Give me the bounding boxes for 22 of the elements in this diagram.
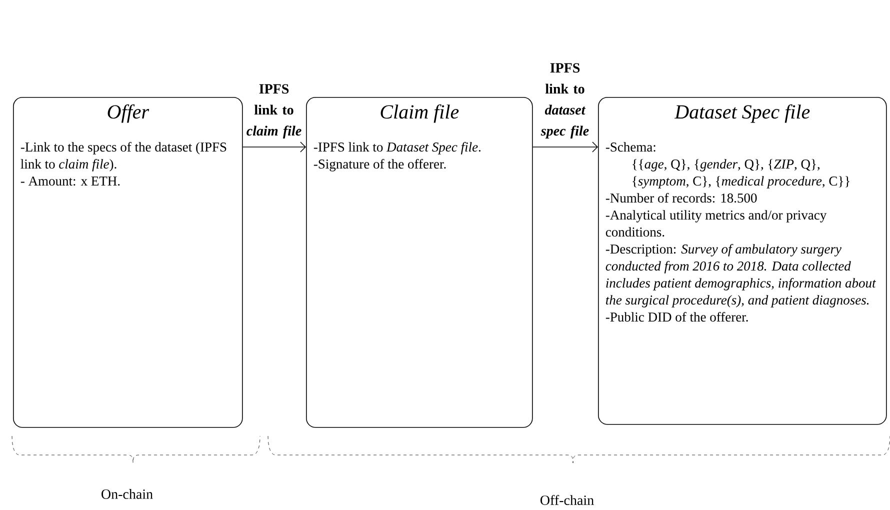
edge-label: IPFS link to dataset spec file: [540, 63, 589, 138]
file-box: [306, 97, 533, 428]
item-text: -Analytical utility metrics and/or privacy conditions.: [606, 210, 827, 237]
schema-text: {{age, Q}, {gender, Q}, {ZIP, Q}, {symptom, C}, {medical procedure, C}}: [632, 159, 850, 188]
item-text: -Number of records: 18.500: [606, 192, 757, 203]
item-text: -IPFS link to Dataset Spec file.: [314, 142, 480, 154]
item-text: -Link to the specs of the dataset (IPFS link to claim file).: [20, 142, 226, 172]
brace-label: On-chain: [102, 489, 153, 499]
item-text: - Amount: x ETH.: [20, 176, 120, 186]
item-text: -Description: Survey of ambulatory surgery conducted from 2016 to 2018. Data collected includes patient demographics, information about the surgical procedure(s), and patient diagnoses.: [606, 244, 876, 308]
box-heading: Claim file: [380, 104, 459, 123]
item-text: -Signature of the offerer.: [314, 158, 446, 172]
edge-label: IPFS link to claim file: [246, 84, 302, 138]
box-heading: Dataset Spec file: [674, 104, 810, 123]
item-text: -Public DID of the offerer.: [606, 312, 748, 322]
box-heading: Offer: [108, 104, 150, 123]
file-box: [13, 97, 243, 428]
arrow: [532, 142, 598, 152]
arrow: [242, 142, 306, 152]
item-text: -Schema:: [606, 142, 656, 152]
brace-label: Off-chain: [540, 494, 594, 505]
file-box: [598, 97, 887, 425]
